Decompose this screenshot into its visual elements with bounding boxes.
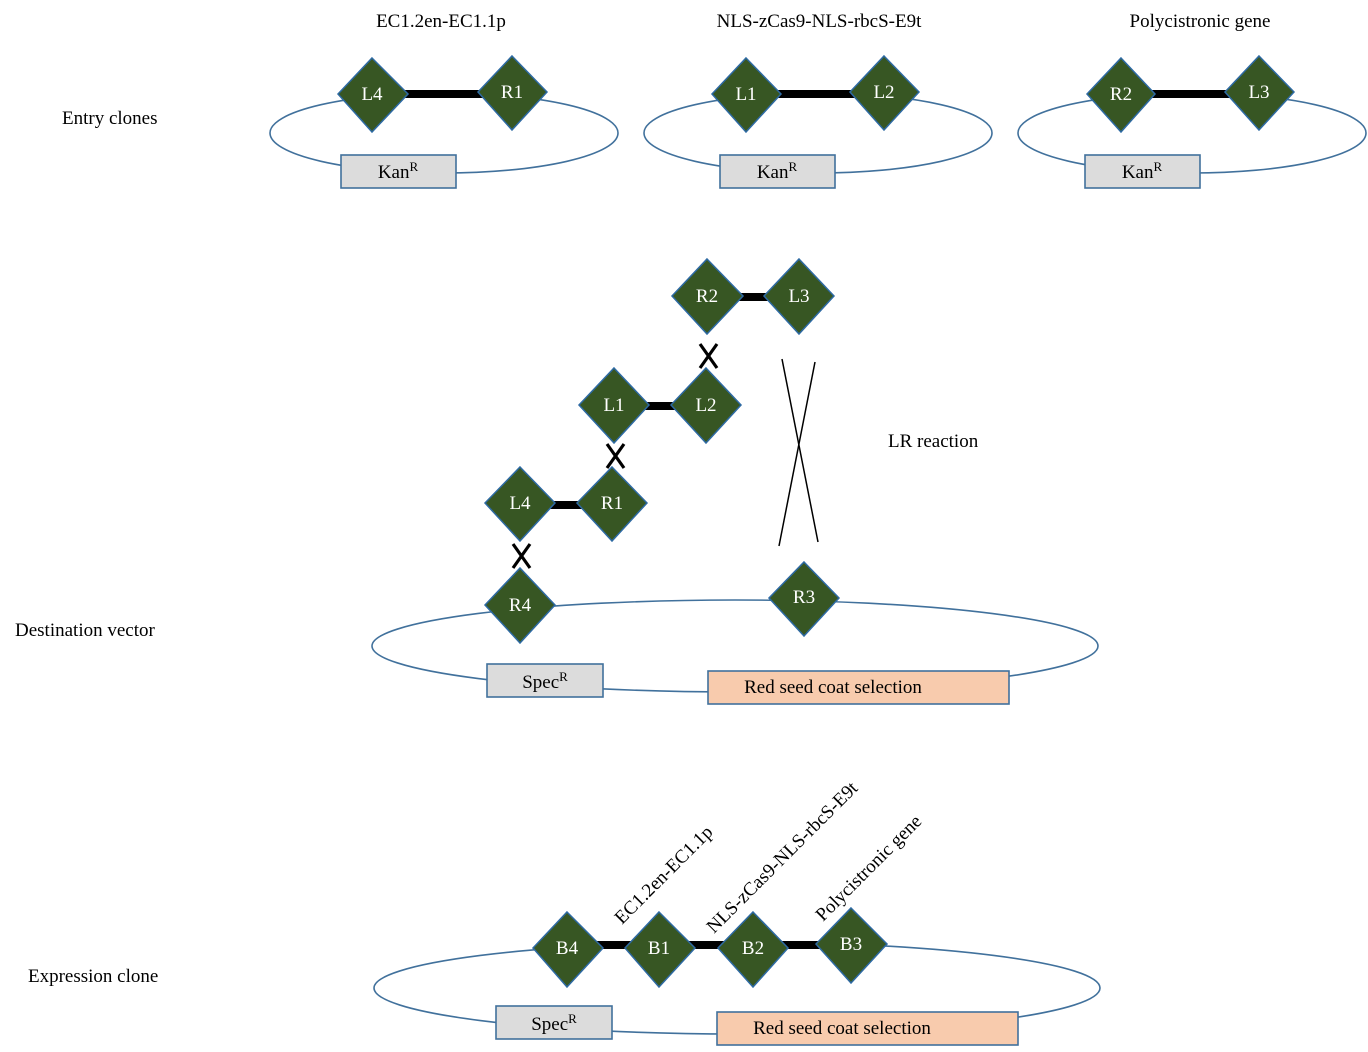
svg-text:Red seed coat selection: Red seed coat selection	[753, 1018, 931, 1039]
att-site-b3: B3	[814, 906, 889, 985]
svg-text:KanR: KanR	[378, 159, 419, 183]
svg-text:L2: L2	[873, 82, 894, 103]
red-seed-coat-selection-box: Red seed coat selection	[716, 1011, 1019, 1046]
att-site-right: L2	[848, 54, 921, 132]
spec-resistance-box: SpecR	[486, 663, 604, 698]
svg-text:R4: R4	[509, 595, 532, 616]
att-site-b4: B4	[531, 910, 605, 989]
destination-vector-label: Destination vector	[15, 620, 155, 641]
att-site-b2: B2	[716, 910, 790, 989]
att-site-l2: L2	[669, 366, 743, 445]
att-site-left: L4	[336, 56, 410, 134]
entry-clone-2: NLS-zCas9-NLS-rbcS-E9t L1 L2 KanR	[643, 11, 993, 189]
att-site-l4: L4	[483, 465, 557, 543]
insert-label-polycistronic: Polycistronic gene	[812, 811, 926, 925]
expression-clone: B4 B1 B2 B3 EC1.2en-EC1.1p NLS-zCas9-NLS…	[373, 777, 1101, 1046]
svg-text:L3: L3	[1248, 82, 1269, 103]
att-site-right: R1	[476, 54, 549, 132]
svg-text:R1: R1	[501, 82, 523, 103]
kan-resistance-box: KanR	[1084, 154, 1201, 189]
reaction-fragment-1: L4 R1	[483, 465, 649, 543]
r3-l3-crossover-lines	[778, 358, 819, 547]
att-site-l1: L1	[577, 366, 651, 445]
svg-text:L1: L1	[603, 395, 624, 416]
svg-text:R2: R2	[1110, 84, 1132, 105]
svg-text:SpecR: SpecR	[522, 669, 568, 693]
svg-text:R3: R3	[793, 587, 815, 608]
red-seed-coat-selection-box: Red seed coat selection	[707, 670, 1010, 705]
spec-resistance-box: SpecR	[495, 1005, 613, 1040]
entry-clone-3-title: Polycistronic gene	[1130, 11, 1271, 32]
svg-text:L4: L4	[361, 84, 383, 105]
crossover-mark-2	[605, 443, 626, 469]
svg-text:R1: R1	[601, 493, 623, 514]
insert-label-promoter: EC1.2en-EC1.1p	[611, 822, 718, 929]
svg-text:SpecR: SpecR	[531, 1011, 577, 1035]
entry-clone-1: EC1.2en-EC1.1p L4 R1 KanR	[269, 11, 619, 189]
att-site-left: L1	[710, 56, 783, 134]
expression-clone-label: Expression clone	[28, 966, 158, 987]
reaction-fragment-3: R2 L3	[670, 257, 836, 336]
att-site-l3: L3	[762, 257, 836, 336]
svg-text:L2: L2	[695, 395, 716, 416]
lr-reaction-label: LR reaction	[888, 431, 979, 452]
att-site-r2: R2	[670, 257, 745, 336]
crossover-mark-3	[511, 543, 532, 569]
svg-text:B1: B1	[648, 938, 670, 959]
svg-text:B4: B4	[556, 938, 579, 959]
reaction-fragment-2: L1 L2	[577, 366, 743, 445]
entry-clone-1-title: EC1.2en-EC1.1p	[376, 11, 506, 32]
kan-resistance-box: KanR	[340, 154, 457, 189]
att-site-right: L3	[1223, 54, 1296, 132]
svg-text:B3: B3	[840, 934, 862, 955]
svg-text:KanR: KanR	[1122, 159, 1163, 183]
att-site-b1: B1	[623, 910, 697, 989]
kan-resistance-box: KanR	[719, 154, 836, 189]
entry-clone-3: Polycistronic gene R2 L3 KanR	[1017, 11, 1367, 189]
att-site-r3: R3	[767, 560, 841, 638]
destination-vector: R4 R3 SpecR Red seed coat selection	[371, 560, 1099, 705]
entry-clones-label: Entry clones	[62, 108, 158, 129]
svg-text:L4: L4	[509, 493, 531, 514]
svg-text:R2: R2	[696, 286, 718, 307]
crossover-mark-1	[698, 343, 719, 369]
svg-text:B2: B2	[742, 938, 764, 959]
svg-text:Red seed coat selection: Red seed coat selection	[744, 677, 922, 698]
svg-text:KanR: KanR	[757, 159, 798, 183]
svg-text:L3: L3	[788, 286, 809, 307]
att-site-left: R2	[1085, 56, 1157, 134]
att-site-r4: R4	[483, 566, 557, 645]
entry-clone-2-title: NLS-zCas9-NLS-rbcS-E9t	[717, 11, 922, 32]
att-site-r1: R1	[575, 465, 649, 543]
insert-label-cas9: NLS-zCas9-NLS-rbcS-E9t	[703, 777, 863, 937]
svg-text:L1: L1	[735, 84, 756, 105]
